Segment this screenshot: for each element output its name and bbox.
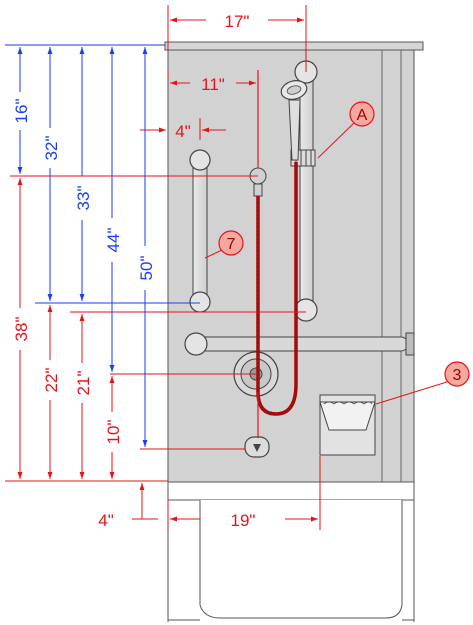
dim-bottom-19-label: 19" (231, 511, 256, 530)
shower-hose (249, 70, 298, 438)
dim-red-21-label: 21" (74, 371, 93, 396)
dim-bottom-4-label: 4" (98, 511, 114, 530)
dim-blue-16-label: 16" (12, 99, 31, 124)
dim-head-offset-label: 11" (201, 75, 225, 94)
dim-blue-50: 50" (137, 47, 156, 447)
dim-head-offset: 11" (170, 75, 256, 94)
dim-red-22-label: 22" (42, 368, 61, 393)
soap-dish (319, 394, 376, 456)
dim-blue-32-label: 32" (42, 136, 61, 161)
blue-extension-lines (5, 44, 200, 304)
dim-bar-offset-label: 4" (175, 122, 191, 141)
dim-bottom-4: 4" (98, 483, 158, 530)
dim-blue-32: 32" (42, 47, 61, 301)
dim-red-38: 38" (12, 178, 31, 479)
callout-3-label: 3 (453, 367, 462, 384)
dim-red-10-label: 10" (104, 420, 123, 445)
hand-shower-slide-bar (290, 60, 318, 322)
dim-blue-44-label: 44" (104, 228, 123, 253)
dim-bar-offset: 4" (140, 122, 226, 141)
vertical-grab-bar (189, 149, 211, 313)
dim-red-10: 10" (104, 376, 123, 479)
callout-a: A (317, 101, 375, 159)
callout-7: 7 (204, 230, 244, 259)
dim-blue-44: 44" (104, 47, 123, 372)
callout-a-label: A (357, 107, 368, 124)
dim-red-38-label: 38" (12, 317, 31, 342)
hand-shower-head (280, 80, 308, 161)
tub-spout (244, 436, 270, 458)
dim-blue-33-label: 33" (74, 186, 93, 211)
dim-red-22: 22" (42, 305, 61, 479)
dim-top-width-label: 17" (225, 12, 250, 31)
dim-top-width: 17" (170, 12, 304, 31)
callout-7-label: 7 (227, 236, 236, 253)
callout-3: 3 (375, 361, 470, 405)
horizontal-grab-bar (184, 332, 415, 356)
red-extension-lines (5, 5, 321, 530)
bathtub (167, 481, 415, 622)
dim-red-21: 21" (74, 314, 93, 479)
dim-blue-33: 33" (74, 47, 93, 301)
dim-bottom-19: 19" (170, 511, 318, 530)
dim-blue-50-label: 50" (137, 256, 156, 281)
dim-blue-16: 16" (12, 47, 31, 174)
